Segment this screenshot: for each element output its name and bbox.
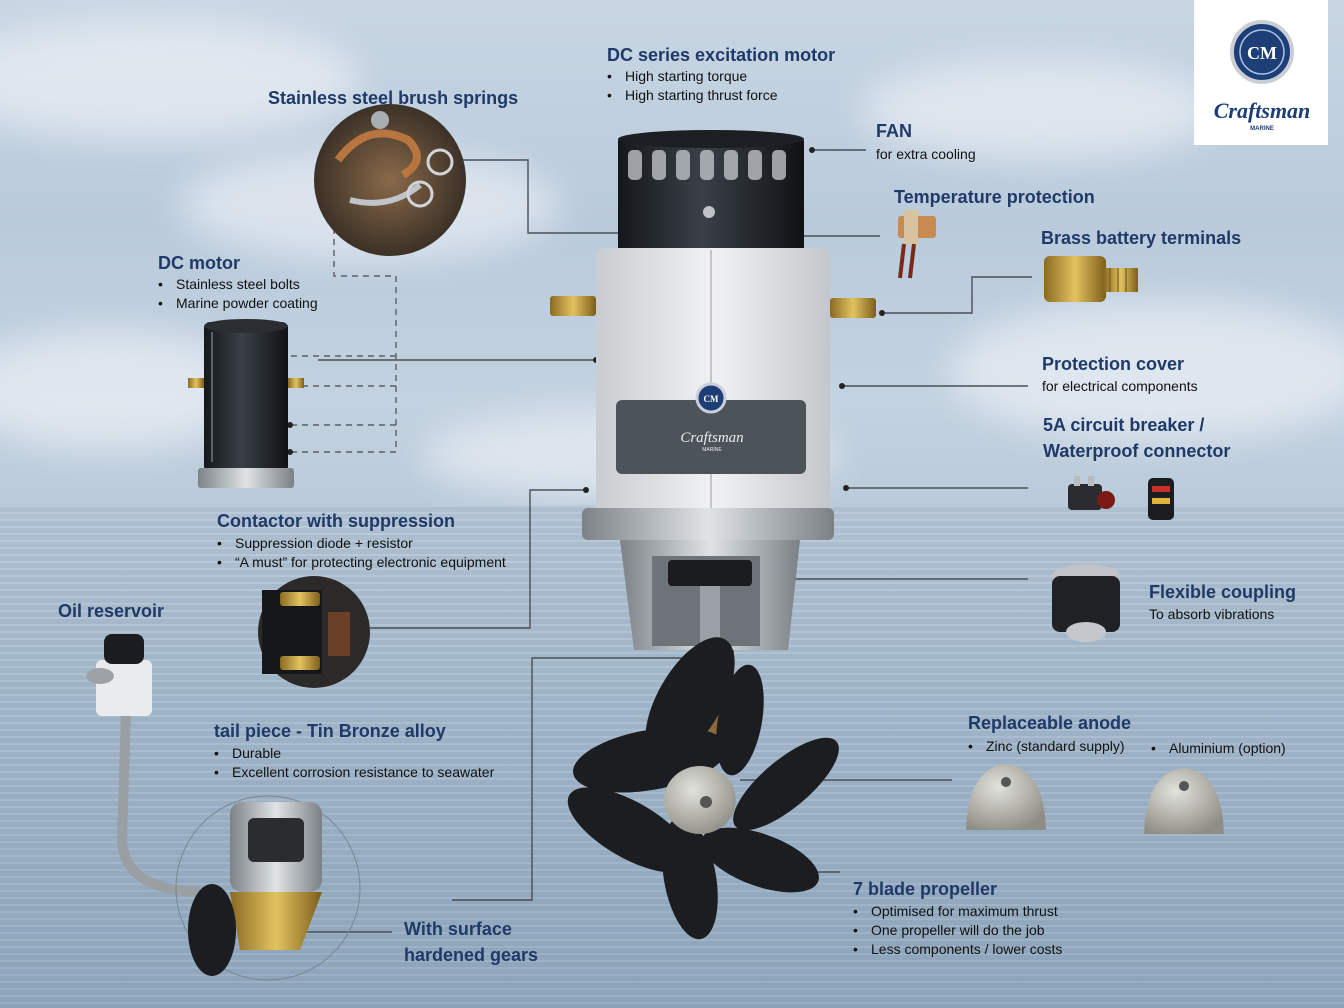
label-cover-sub: for electrical components [1042,378,1198,394]
label-dc-motor-bullets: Stainless steel bolts Marine powder coat… [158,275,318,313]
bullet: Suppression diode + resistor [217,534,506,553]
bullet: Zinc (standard supply) [968,737,1125,756]
label-brush-springs-title: Stainless steel brush springs [268,88,519,108]
aluminium-anode-image [1144,768,1224,834]
thruster-badge: CM [704,394,719,404]
cloud [860,60,1220,160]
label-brass-title: Brass battery terminals [1041,228,1242,248]
brass-terminal-image [1044,256,1138,302]
label-coupling-title: Flexible coupling [1149,582,1297,602]
bullet: High starting thrust force [607,86,778,105]
flexible-coupling-image [1052,564,1120,642]
thruster-plate-brand: Craftsman [680,430,743,446]
logo-brand: Craftsman [1214,98,1311,123]
bullet: One propeller will do the job [853,921,1062,940]
label-fan-sub: for extra cooling [876,146,976,162]
bullet: Durable [214,744,494,763]
label-contactor-title: Contactor with suppression [217,511,456,531]
thruster-plate-sub: MARINE [702,447,722,453]
bullet: Excellent corrosion resistance to seawat… [214,763,494,782]
oil-reservoir-image [86,634,201,897]
label-cover-title: Protection cover [1042,354,1185,374]
label-propeller-title: 7 blade propeller [853,879,998,899]
label-breaker-title-1: 5A circuit breaker / [1043,415,1205,435]
label-gears-title-1: With surface [404,919,512,939]
tail-piece-image [175,795,361,981]
waterproof-connector-image [1148,478,1174,520]
label-coupling-sub: To absorb vibrations [1149,606,1275,622]
label-tail-title: tail piece - Tin Bronze alloy [214,721,446,741]
logo: CM Craftsman MARINE [1214,20,1311,132]
label-propeller-bullets: Optimised for maximum thrust One propell… [853,902,1062,959]
bullet: Less components / lower costs [853,940,1062,959]
bullet: Aluminium (option) [1151,739,1286,758]
dc-motor-image [188,319,304,488]
bullet: Stainless steel bolts [158,275,318,294]
label-anode-title: Replaceable anode [968,713,1132,733]
logo-sub: MARINE [1250,126,1274,132]
label-breaker-title-2: Waterproof connector [1043,441,1231,461]
leader-lines [292,149,1032,933]
label-oil-title: Oil reservoir [58,601,165,621]
contactor-photo [258,576,370,688]
bullet: “A must” for protecting electronic equip… [217,553,506,572]
brush-springs-photo [314,104,466,256]
label-dc-series-title: DC series excitation motor [607,45,836,65]
thruster-image [550,130,876,940]
cloud [0,20,360,140]
label-fan-title: FAN [876,121,912,141]
label-gears-title-2: hardened gears [404,945,539,965]
cloud [950,300,1344,440]
dashed-callouts [268,228,397,453]
bullet: Marine powder coating [158,294,318,313]
logo-emblem-text: CM [1247,43,1277,63]
circuit-breaker-image [1068,476,1115,510]
label-anode-zinc: Zinc (standard supply) [968,737,1125,756]
label-contactor-bullets: Suppression diode + resistor “A must” fo… [217,534,506,572]
bullet: High starting torque [607,67,778,86]
bullet: Optimised for maximum thrust [853,902,1062,921]
label-temp-title: Temperature protection [894,187,1095,207]
zinc-anode-image [966,764,1046,830]
label-dc-motor-title: DC motor [158,253,240,273]
label-anode-alu: Aluminium (option) [1151,739,1286,758]
temperature-sensor-image [898,210,936,279]
label-dc-series-bullets: High starting torque High starting thrus… [607,67,778,105]
label-tail-bullets: Durable Excellent corrosion resistance t… [214,744,494,782]
